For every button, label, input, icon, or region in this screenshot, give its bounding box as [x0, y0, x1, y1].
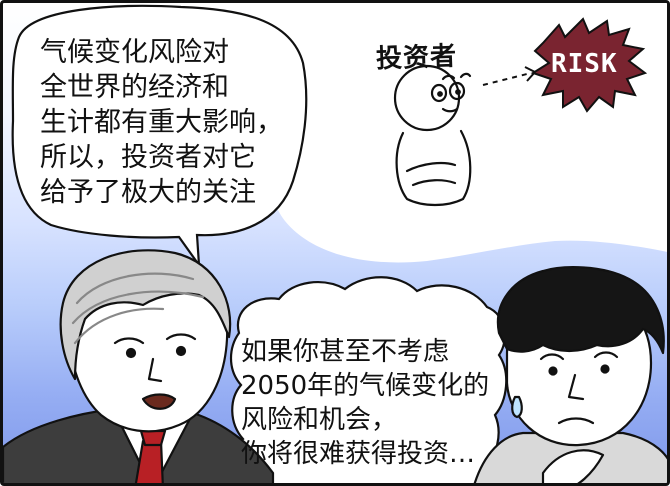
speech-bubble-1-shape — [11, 4, 308, 269]
old-man-character — [3, 249, 275, 483]
young-man-character — [473, 266, 667, 483]
speech-text-1: 气候变化风险对 全世界的经济和 生计都有重大影响， 所以，投资者对它 给予了极大… — [40, 37, 283, 208]
investor-character — [393, 64, 472, 207]
investor-label: 投资者 — [375, 41, 458, 75]
risk-label: RISK — [551, 49, 618, 79]
risk-burst — [530, 17, 648, 113]
comic-illustration — [3, 3, 667, 483]
speech-text-2: 如果你甚至不考虑 2050年的气候变化的 风险和机会， 你将很难获得投资… — [241, 337, 490, 469]
speech-bubble-2-shape — [229, 276, 508, 483]
